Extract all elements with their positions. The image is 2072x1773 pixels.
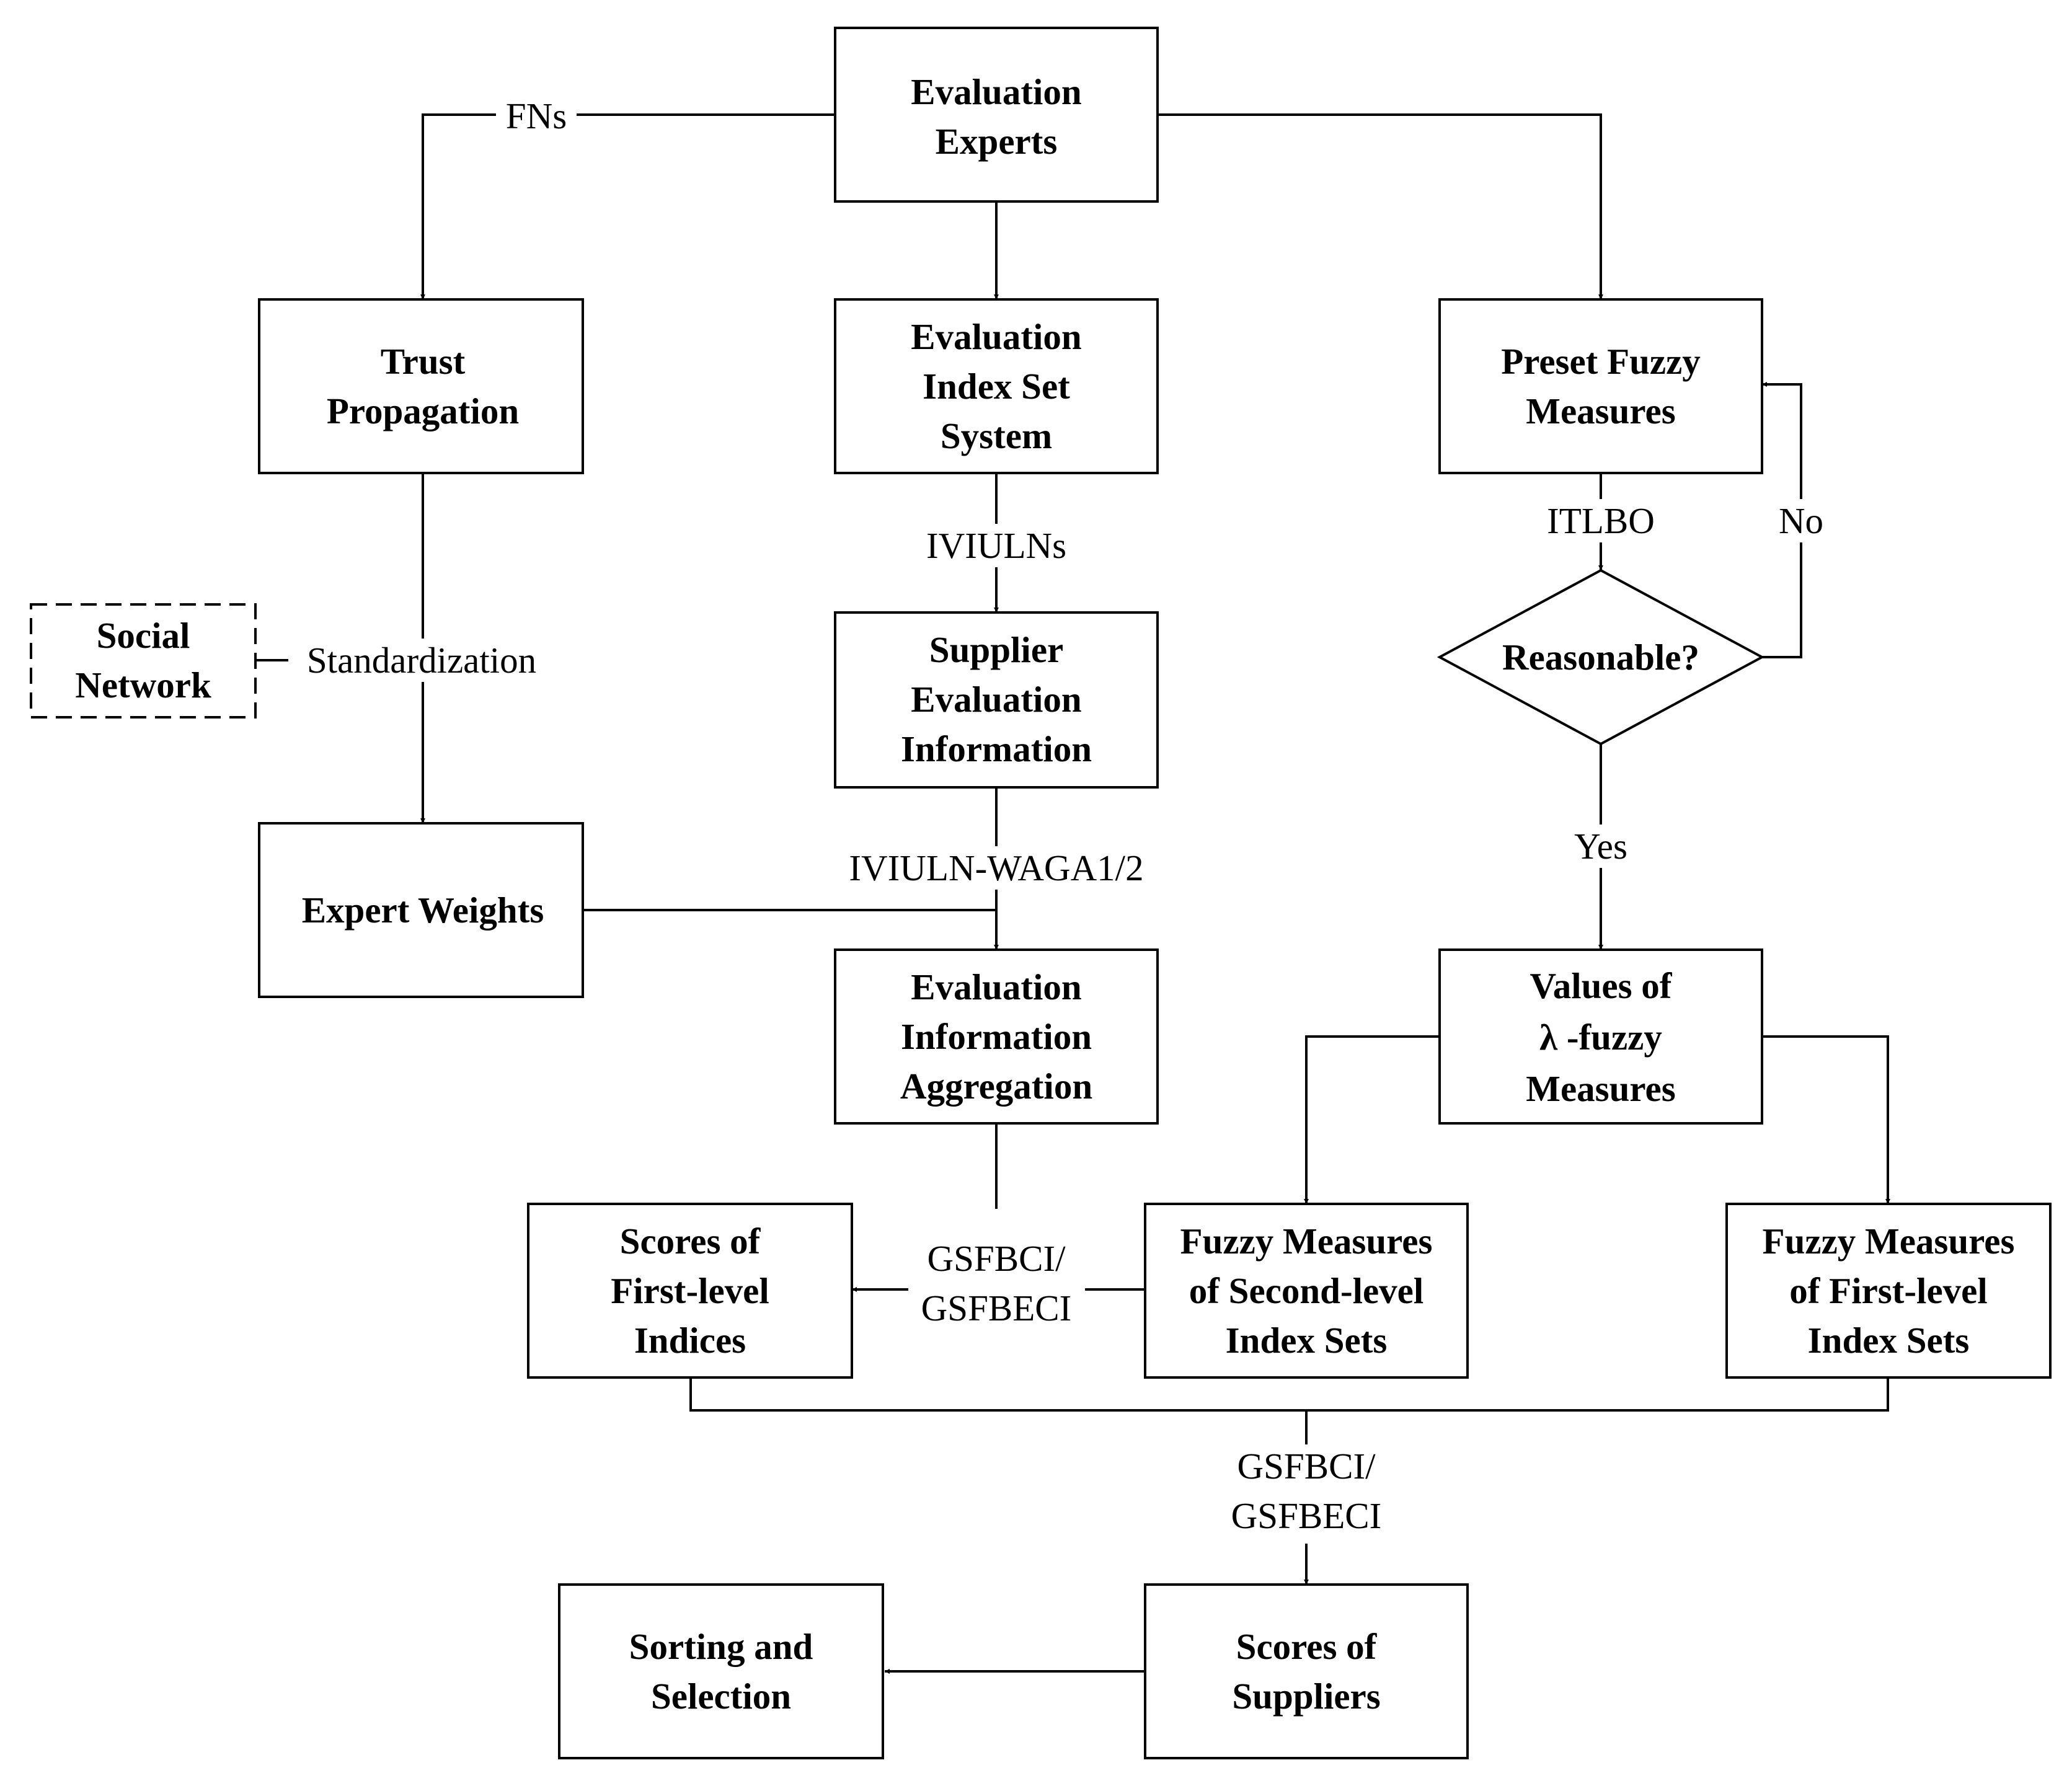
node-label: Supplier — [929, 629, 1063, 670]
node-reasonable-decision: Reasonable? — [1437, 568, 1765, 746]
node-label: Preset Fuzzy — [1501, 341, 1701, 382]
node-label: Reasonable? — [1502, 637, 1699, 678]
node-label: Measures — [1526, 391, 1675, 431]
node-label: Expert Weights — [302, 890, 544, 931]
node-label: Evaluation — [911, 316, 1081, 357]
edge-label-itlbo: ITLBO — [1547, 500, 1655, 541]
edge-label-no: No — [1779, 500, 1823, 541]
node-fuzzy-measures-second-level: Fuzzy Measures of Second-level Index Set… — [1144, 1203, 1469, 1379]
connectors — [255, 113, 1890, 1674]
edge-experts-to-trust — [420, 113, 835, 299]
node-label: System — [941, 415, 1052, 456]
node-label: Index Set — [923, 366, 1070, 407]
node-label: Measures — [1526, 1068, 1675, 1109]
edge-label-iviulns: IVIULNs — [926, 525, 1066, 566]
node-label: λ -fuzzy — [1539, 1017, 1662, 1058]
node-expert-weights: Expert Weights — [258, 822, 584, 998]
edge-label-yes: Yes — [1574, 826, 1627, 867]
edge-experts-to-preset — [1158, 113, 1603, 299]
node-label: Index Sets — [1808, 1320, 1970, 1361]
node-trust-propagation: Trust Propagation — [258, 298, 584, 474]
node-label: of Second-level — [1189, 1270, 1424, 1311]
edge-label-fns: FNs — [506, 95, 567, 136]
node-label: of First-level — [1789, 1270, 1987, 1311]
node-label: Trust — [381, 341, 466, 382]
node-social-network: Social Network — [30, 603, 257, 718]
node-label: Evaluation — [911, 966, 1081, 1007]
node-label: Evaluation — [911, 679, 1081, 720]
node-label: Network — [75, 665, 211, 705]
node-label: Information — [901, 1016, 1092, 1057]
node-supplier-evaluation-information: Supplier Evaluation Information — [834, 611, 1159, 789]
node-label: Values of — [1530, 965, 1673, 1006]
node-evaluation-information-aggregation: Evaluation Information Aggregation — [834, 948, 1159, 1125]
node-label: Index Sets — [1226, 1320, 1388, 1361]
node-label: First-level — [611, 1270, 769, 1311]
node-evaluation-index-set-system: Evaluation Index Set System — [834, 298, 1159, 474]
node-fuzzy-measures-first-level: Fuzzy Measures of First-level Index Sets — [1725, 1203, 2052, 1379]
node-label: Information — [901, 728, 1092, 769]
edge-label-gsfbeci-bottom: GSFBECI — [1231, 1495, 1382, 1536]
edge-label-gsfbci-middle: GSFBCI/ — [928, 1238, 1066, 1279]
node-label: Fuzzy Measures — [1180, 1221, 1433, 1262]
node-label: Suppliers — [1232, 1676, 1380, 1717]
edge-label-iviuln-waga: IVIULN-WAGA1/2 — [849, 847, 1143, 888]
node-label: Indices — [634, 1320, 746, 1361]
edge-values-to-first-level — [1762, 1035, 1890, 1204]
edge-label-standardization: Standardization — [307, 640, 536, 681]
node-label: Sorting and — [629, 1626, 813, 1667]
node-evaluation-experts: Evaluation Experts — [834, 27, 1159, 203]
edge-bottom-bracket — [689, 1377, 1889, 1412]
node-label: Social — [97, 615, 190, 656]
node-label: Scores of — [620, 1221, 761, 1262]
node-scores-of-suppliers: Scores of Suppliers — [1144, 1583, 1469, 1759]
node-scores-of-first-level-indices: Scores of First-level Indices — [527, 1203, 853, 1379]
node-label: Experts — [936, 121, 1058, 162]
node-label: Propagation — [327, 391, 519, 431]
edge-label-gsfbeci-middle: GSFBECI — [921, 1288, 1072, 1329]
node-label: Fuzzy Measures — [1763, 1221, 2015, 1262]
edge-label-gsfbci-bottom: GSFBCI/ — [1237, 1446, 1376, 1487]
node-label: Aggregation — [900, 1066, 1092, 1107]
node-label: Scores of — [1236, 1626, 1378, 1667]
node-preset-fuzzy-measures: Preset Fuzzy Measures — [1438, 298, 1763, 474]
node-values-of-lambda-fuzzy-measures: Values of λ -fuzzy Measures — [1438, 948, 1763, 1125]
node-label: Evaluation — [911, 71, 1081, 112]
edge-values-to-second-level — [1304, 1035, 1440, 1204]
node-label: Selection — [651, 1676, 791, 1717]
node-sorting-and-selection: Sorting and Selection — [558, 1583, 884, 1759]
edge-labels: FNs Standardization IVIULNs ITLBO No Yes… — [288, 93, 1835, 1544]
